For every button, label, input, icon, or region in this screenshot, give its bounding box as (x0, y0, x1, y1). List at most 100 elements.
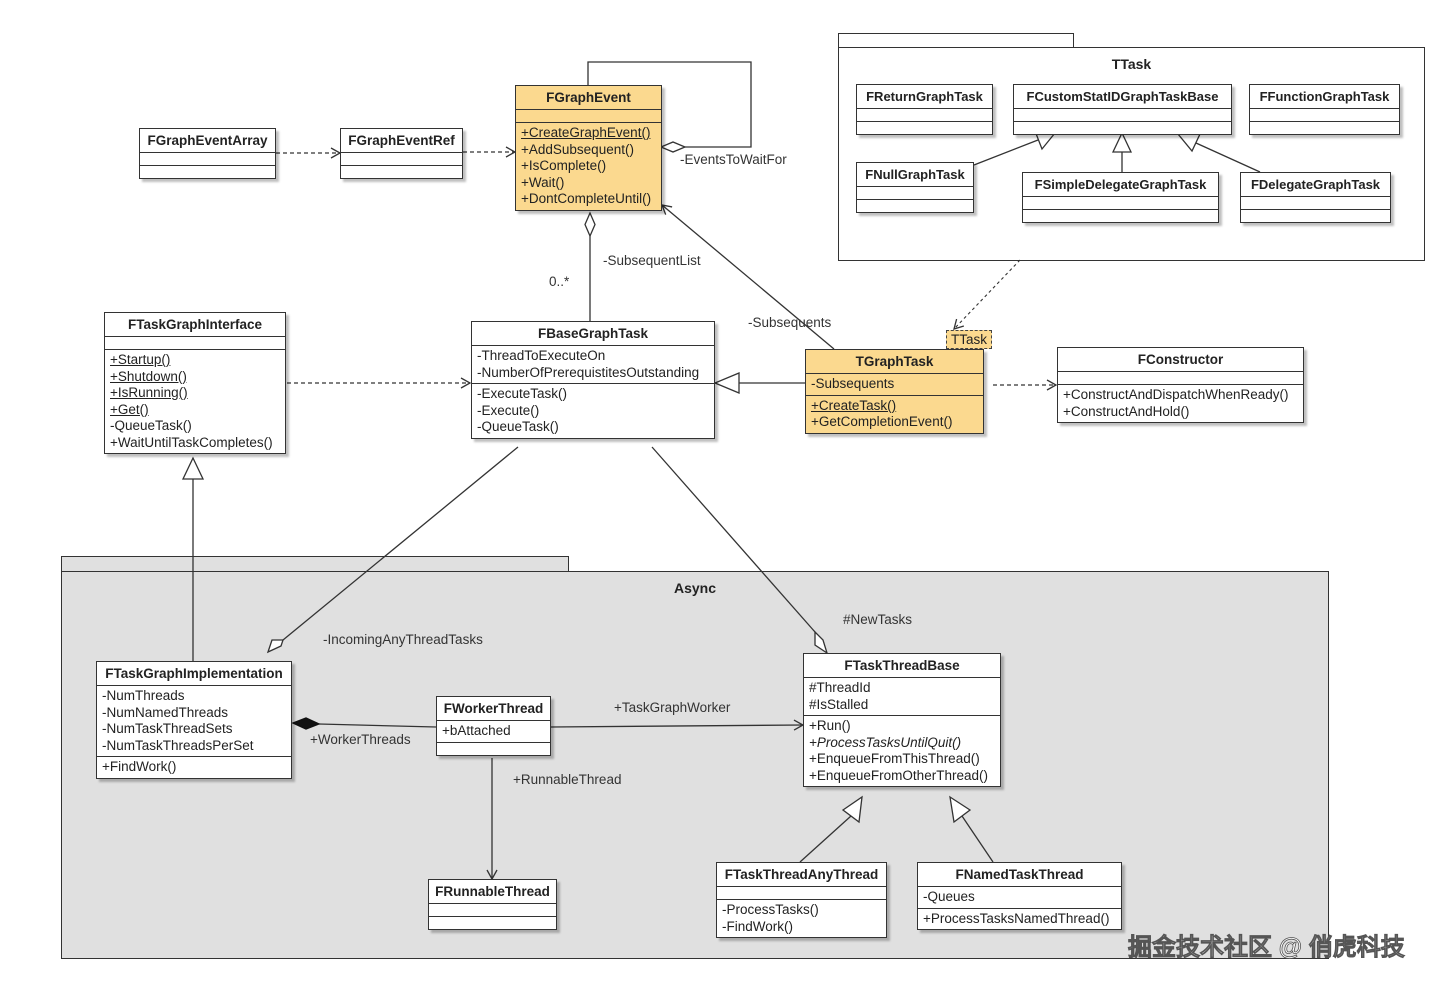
operations-section (1014, 122, 1231, 134)
label-runnable-thread: +RunnableThread (513, 772, 622, 787)
operation: +IsComplete() (521, 158, 607, 173)
operation: +Get() (110, 401, 149, 417)
attributes-section (429, 904, 556, 917)
attributes-section: -NumThreads -NumNamedThreads -NumTaskThr… (97, 686, 291, 757)
operations-section (1241, 210, 1390, 222)
incoming-any-thread-tasks-link (282, 446, 519, 641)
class-fgraphevent[interactable]: FGraphEvent +CreateGraphEvent() +AddSubs… (515, 85, 662, 211)
class-fworkerthread[interactable]: FWorkerThread +bAttached (436, 696, 551, 756)
operation: +DontCompleteUntil() (521, 191, 652, 206)
operation: +EnqueueFromThisThread() (809, 751, 980, 766)
operation: +ConstructAndDispatchWhenReady() (1063, 387, 1289, 402)
class-name: FTaskThreadAnyThread (717, 863, 886, 887)
label-incoming-any-thread-tasks: -IncomingAnyThreadTasks (323, 632, 483, 647)
attribute: -NumTaskThreadSets (102, 721, 233, 736)
class-ftaskgraphinterface[interactable]: FTaskGraphInterface +Startup() +Shutdown… (104, 312, 286, 454)
class-name: TGraphTask (806, 350, 983, 374)
class-name: FFunctionGraphTask (1250, 85, 1399, 109)
operation: -ExecuteTask() (477, 386, 568, 401)
operations-section (1250, 122, 1399, 134)
operation: +CreateTask() (811, 397, 897, 413)
attributes-section (1250, 109, 1399, 122)
worker-threads-diamond (291, 717, 321, 730)
class-name: FTaskGraphInterface (105, 313, 285, 337)
operation: +FindWork() (102, 759, 177, 774)
attribute: #IsStalled (809, 696, 869, 712)
operations-section: +Startup() +Shutdown() +IsRunning() +Get… (105, 350, 285, 453)
attribute: +bAttached (442, 723, 511, 738)
class-freturngraphtask[interactable]: FReturnGraphTask (856, 84, 993, 135)
ttask-package: TTask (838, 47, 1425, 261)
attributes-section: #ThreadId #IsStalled (804, 678, 1000, 716)
ttask-package-title: TTask (1111, 56, 1152, 72)
simple-delegate-generalization-head (1111, 131, 1133, 153)
class-fbasegraphtask[interactable]: FBaseGraphTask -ThreadToExecuteOn -Numbe… (471, 321, 715, 439)
operation: -QueueTask() (477, 419, 559, 434)
attribute: -NumberOfPrerequistitesOutstanding (477, 364, 700, 380)
new-tasks-link (651, 446, 816, 633)
delegate-generalization-head (1176, 133, 1202, 153)
class-name: FWorkerThread (437, 697, 550, 721)
class-name: FConstructor (1058, 348, 1303, 372)
operations-section: +Run() +ProcessTasksUntilQuit() +Enqueue… (804, 716, 1000, 786)
operation: +GetCompletionEvent() (811, 414, 953, 429)
operations-section (437, 743, 550, 755)
null-task-generalization-line (973, 139, 1039, 166)
async-package-title: Async (673, 580, 717, 596)
operations-section (857, 122, 992, 134)
class-fsimpledelegategraphtask[interactable]: FSimpleDelegateGraphTask (1022, 172, 1219, 223)
attributes-section: +bAttached (437, 721, 550, 743)
class-tgraphtask[interactable]: TGraphTask -Subsequents +CreateTask() +G… (805, 349, 984, 434)
class-fnamedtaskthread[interactable]: FNamedTaskThread -Queues +ProcessTasksNa… (917, 862, 1122, 930)
attributes-section: -ThreadToExecuteOn -NumberOfPrerequistit… (472, 346, 714, 384)
operation: -FindWork() (722, 918, 794, 934)
anythread-generalization-line (799, 815, 852, 863)
implementation-generalization-head (181, 456, 205, 480)
attributes-section (341, 153, 462, 166)
class-name: FCustomStatIDGraphTaskBase (1014, 85, 1231, 109)
attributes-section (1023, 197, 1218, 210)
operation: +Run() (809, 718, 851, 733)
worker-threads-link (318, 723, 437, 728)
label-events-to-wait-for: -EventsToWaitFor (680, 152, 787, 167)
class-name: FGraphEventArray (140, 129, 275, 153)
class-name: FReturnGraphTask (857, 85, 992, 109)
class-ftaskgraphimplementation[interactable]: FTaskGraphImplementation -NumThreads -Nu… (96, 661, 292, 779)
operations-section: -ExecuteTask() -Execute() -QueueTask() (472, 384, 714, 438)
attribute: -Subsequents (811, 376, 895, 391)
anythread-generalization-head (841, 795, 863, 824)
operations-section (429, 917, 556, 929)
class-name: FTaskGraphImplementation (97, 662, 291, 686)
class-fconstructor[interactable]: FConstructor +ConstructAndDispatchWhenRe… (1057, 347, 1304, 423)
class-fcustomstatidgraphtaskbase[interactable]: FCustomStatIDGraphTaskBase (1013, 84, 1232, 135)
attributes-section (1058, 372, 1303, 385)
class-ftaskthreadanythread[interactable]: FTaskThreadAnyThread -ProcessTasks() -Fi… (716, 862, 887, 938)
class-fdelegategraphtask[interactable]: FDelegateGraphTask (1240, 172, 1391, 223)
class-ftaskthreadbase[interactable]: FTaskThreadBase #ThreadId #IsStalled +Ru… (803, 653, 1001, 787)
operation: +CreateGraphEvent() (521, 125, 651, 140)
class-fnullgraphtask[interactable]: FNullGraphTask (856, 162, 974, 213)
operations-section (1023, 210, 1218, 222)
label-subsequents: -Subsequents (748, 315, 832, 330)
operations-section: +CreateTask() +GetCompletionEvent() (806, 396, 983, 433)
attributes-section (1241, 197, 1390, 210)
attribute: -NumNamedThreads (102, 704, 229, 720)
operation: -QueueTask() (110, 418, 192, 433)
attributes-section (516, 110, 661, 123)
operations-section: +CreateGraphEvent() +AddSubsequent() +Is… (516, 123, 661, 210)
operation: +IsRunning() (110, 385, 188, 400)
class-ffunctiongraphtask[interactable]: FFunctionGraphTask (1249, 84, 1400, 135)
operations-section: -ProcessTasks() -FindWork() (717, 900, 886, 937)
class-name: FNullGraphTask (857, 163, 973, 187)
ttask-binding-dependency (953, 259, 1021, 330)
attributes-section (857, 187, 973, 200)
class-fgrapheventarray[interactable]: FGraphEventArray (139, 128, 276, 179)
class-frunnablethread[interactable]: FRunnableThread (428, 879, 557, 930)
class-fgrapheventref[interactable]: FGraphEventRef (340, 128, 463, 179)
operation: +EnqueueFromOtherThread() (809, 767, 988, 783)
operations-section: +ConstructAndDispatchWhenReady() +Constr… (1058, 385, 1303, 422)
tgraphtask-generalization-head (713, 372, 740, 394)
operation: +ProcessTasksNamedThread() (923, 910, 1110, 926)
attribute: -ThreadToExecuteOn (477, 348, 606, 363)
